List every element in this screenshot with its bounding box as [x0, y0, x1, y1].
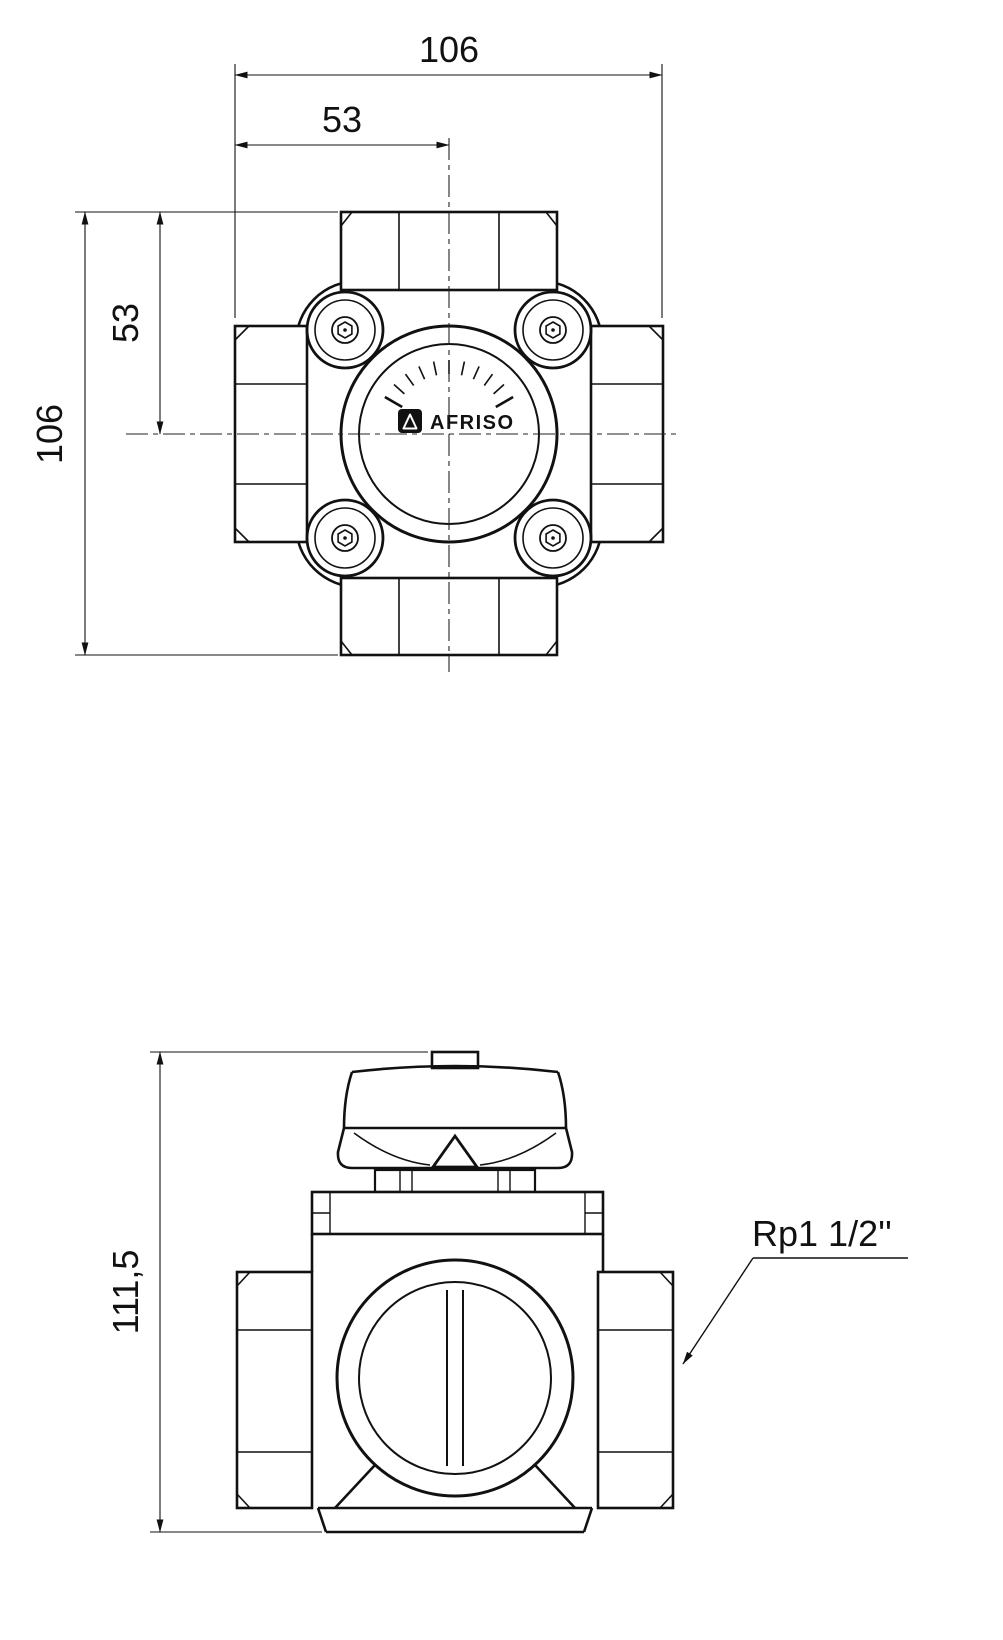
centerlines-top-view	[126, 138, 678, 672]
port-bottom	[339, 576, 559, 657]
dim-height-total-label: 106	[29, 404, 70, 464]
thread-size-label: Rp1 1/2''	[752, 1213, 892, 1254]
valve-body-boss	[335, 1258, 575, 1498]
top-view-dimensions	[75, 64, 663, 656]
top-view-dimension-labels: 106 53 53 106	[29, 29, 479, 464]
handle-knob	[336, 1050, 574, 1170]
knob-collar	[373, 1168, 537, 1194]
port-left-front	[235, 1270, 314, 1510]
brand-label: AFRISO	[430, 412, 515, 434]
knob-pointer-icon	[430, 1133, 480, 1169]
dim-height-half-label: 53	[105, 303, 146, 343]
port-right-front	[596, 1270, 675, 1510]
thread-leader-line	[682, 1257, 908, 1365]
knob-scale-ticks	[384, 360, 514, 409]
dim-width-half-label: 53	[322, 99, 362, 140]
flange-screw-top-right	[513, 290, 593, 370]
dim-front-height-label: 111,5	[105, 1250, 146, 1335]
top-view: AFRISO 106 53 53 106	[29, 29, 678, 672]
flange-screw-bottom-left	[305, 498, 385, 578]
flange-screw-top-left	[305, 290, 385, 370]
body-bottom	[316, 1464, 594, 1534]
dim-width-total-label: 106	[419, 29, 479, 70]
front-view-dimensions	[150, 1051, 428, 1533]
bonnet-flange	[310, 1190, 605, 1236]
brand-logo-triangle-icon	[402, 413, 418, 430]
front-view: 111,5 Rp1 1/2''	[105, 1050, 908, 1534]
flange-screw-bottom-right	[513, 498, 593, 578]
